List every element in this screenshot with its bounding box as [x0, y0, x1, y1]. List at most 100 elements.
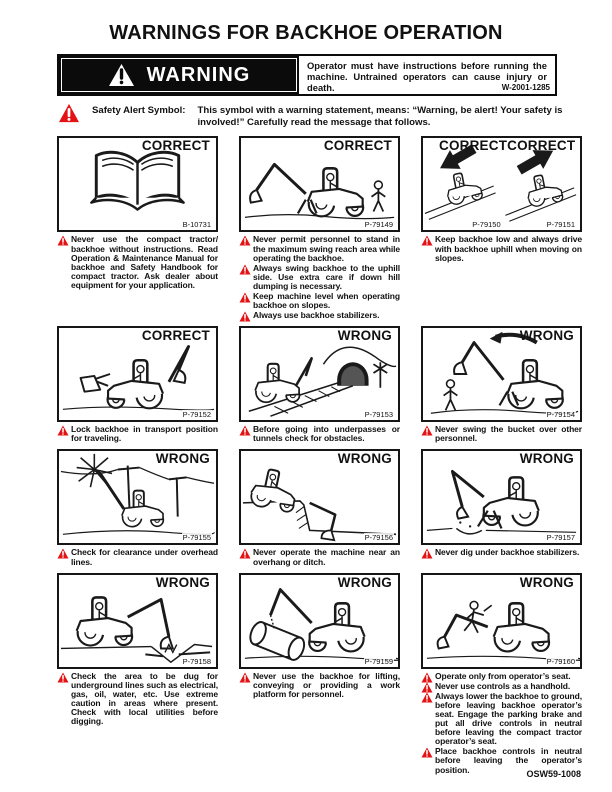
panel-verdict-label: CORRECT	[141, 138, 210, 154]
panel-captions: Never dig under backhoe stabilizers.	[421, 547, 582, 559]
panel-photo-ids: B-10731	[63, 220, 212, 230]
photo-id: P-79150	[471, 220, 502, 230]
warning-caption-text: Always lower the backhoe to ground, befo…	[435, 690, 582, 747]
safety-alert-icon	[59, 103, 79, 123]
warning-caption: Place backhoe controls in neutral before…	[421, 747, 582, 774]
panel-photo-ids: P-79149	[245, 220, 394, 230]
panel-illustration-box: CORRECT B-10731	[57, 136, 218, 233]
warning-banner-word: WARNING	[146, 63, 251, 86]
warning-caption-text: Never dig under backhoe stabilizers.	[435, 547, 580, 558]
panel-captions: Check for clearance under overhead lines…	[57, 548, 218, 566]
panel-photo-ids: P-79154	[427, 410, 576, 420]
panel-verdict-labels: WRONG	[429, 451, 574, 466]
warning-banner-message: Operator must have instructions before r…	[299, 56, 555, 94]
warning-caption-text: Before going into underpasses or tunnels…	[253, 424, 400, 444]
warning-triangle-icon	[108, 64, 134, 86]
panel-P-79154: WRONG P-79154 Never swing the bucket ove…	[421, 326, 582, 449]
panel-verdict-label: WRONG	[155, 574, 210, 590]
alert-triangle-icon	[239, 425, 251, 436]
panel-verdict-labels: CORRECT	[65, 328, 210, 343]
panel-illustration-box: WRONG P-79154	[421, 326, 582, 423]
panel-verdict-label: WRONG	[337, 451, 392, 467]
photo-id: P-79153	[363, 410, 394, 420]
alert-triangle-icon	[239, 292, 251, 303]
photo-id: P-79152	[181, 410, 212, 420]
alert-triangle-icon	[421, 672, 433, 683]
panel-illustration-box: WRONG P-79156	[239, 449, 400, 546]
warning-caption-text: Check for clearance under overhead lines…	[71, 547, 218, 567]
panel-photo-ids: P-79155	[63, 533, 212, 543]
panel-verdict-labels: WRONG	[247, 451, 392, 466]
alert-triangle-icon	[239, 235, 251, 246]
photo-id: P-79151	[545, 220, 576, 230]
alert-triangle-icon	[239, 672, 251, 683]
alert-triangle-icon	[239, 311, 251, 322]
warning-banner-signal: WARNING	[61, 58, 297, 92]
photo-id: P-79154	[545, 410, 576, 420]
warning-caption-text: Keep backhoe low and always drive with b…	[435, 234, 582, 263]
panel-P-79153: WRONG P-79153 Before going into underpas…	[239, 326, 400, 449]
panel-verdict-labels: WRONG	[65, 575, 210, 590]
warning-caption-text: Never use the compact tractor/ backhoe w…	[71, 234, 218, 290]
panel-illustration-box: WRONG P-79157	[421, 449, 582, 546]
panel-captions: Lock backhoe in transport position for t…	[57, 425, 218, 443]
panel-B-10731: CORRECT B-10731 Never use the compact tr…	[57, 136, 218, 296]
alert-triangle-icon	[57, 235, 69, 246]
photo-id: P-79158	[181, 656, 212, 666]
panel-photo-ids: P-79160	[427, 656, 576, 666]
alert-triangle-icon	[57, 425, 69, 436]
panel-verdict-labels: WRONG	[247, 328, 392, 343]
warning-caption-text: Never operate the machine near an overha…	[253, 547, 400, 567]
panel-P-79156: WRONG P-79156 Never operate the machine …	[239, 449, 400, 572]
warning-caption-text: Always swing backhoe to the uphill side.…	[253, 262, 400, 291]
warning-caption-text: Never use the backhoe for lifting, conve…	[253, 670, 400, 699]
panel-verdict-labels: WRONG	[65, 451, 210, 466]
alert-triangle-icon	[239, 264, 251, 275]
panel-photo-ids: P-79150 P-79151	[427, 220, 576, 230]
alert-triangle-icon	[421, 692, 433, 703]
alert-triangle-icon	[421, 747, 433, 758]
panel-P-79159: WRONG P-79159 Never use the backhoe for …	[239, 572, 400, 705]
warning-caption-text: Never swing the bucket over other person…	[435, 424, 582, 444]
panel-illustration-box: WRONG P-79159	[239, 572, 400, 669]
panel-verdict-labels: CORRECT	[65, 138, 210, 153]
warning-banner: WARNING Operator must have instructions …	[57, 54, 557, 96]
panel-captions: Never use the backhoe for lifting, conve…	[239, 670, 400, 699]
panel-P-79157: WRONG P-79157 Never dig under backhoe st…	[421, 449, 582, 563]
panel-illustration-box: CORRECT P-79149	[239, 136, 400, 233]
alert-triangle-icon	[421, 425, 433, 436]
photo-id: P-79155	[181, 533, 212, 543]
warning-banner-text: Operator must have instructions before r…	[307, 60, 547, 94]
panel-captions: Never operate the machine near an overha…	[239, 548, 400, 566]
panel-illustration-box: WRONG P-79153	[239, 326, 400, 423]
panel-photo-ids: P-79157	[427, 533, 576, 543]
safety-alert-row: Safety Alert Symbol: This symbol with a …	[58, 103, 582, 128]
warning-caption-text: Keep machine level when operating backho…	[253, 290, 400, 311]
panel-photo-ids: P-79156	[245, 533, 394, 543]
panel-verdict-label: CORRECT	[323, 138, 392, 154]
photo-id: P-79159	[363, 656, 394, 666]
panel-P-79149: CORRECT P-79149 Never permit personnel t…	[239, 136, 400, 326]
panel-P-79155: WRONG P-79155 Check for clearance under …	[57, 449, 218, 572]
panel-verdict-label: WRONG	[337, 328, 392, 344]
panels-grid: CORRECT B-10731 Never use the compact tr…	[57, 136, 582, 780]
alert-triangle-icon	[239, 548, 251, 559]
warning-caption: Never use the backhoe for lifting, conve…	[239, 670, 400, 699]
warning-caption-text: Place backhoe controls in neutral before…	[435, 746, 582, 775]
panel-verdict-label: WRONG	[519, 574, 574, 590]
panel-illustration-box: CORRECT P-79152	[57, 326, 218, 423]
warning-caption: Never use the compact tractor/ backhoe w…	[57, 235, 218, 290]
warning-caption: Always use backhoe stabilizers.	[239, 311, 400, 322]
warning-caption-text: Operate only from operator’s seat.	[435, 670, 571, 681]
panel-captions: Check the area to be dug for underground…	[57, 671, 218, 727]
warning-caption: Always lower the backhoe to ground, befo…	[421, 690, 582, 747]
warning-caption: Keep backhoe low and always drive with b…	[421, 235, 582, 262]
panel-illustration-box: WRONG P-79158	[57, 572, 218, 669]
page-title: WARNINGS FOR BACKHOE OPERATION	[109, 22, 503, 44]
warning-caption: Never swing the bucket over other person…	[421, 425, 582, 443]
panel-verdict-labels: WRONG	[429, 328, 574, 343]
panel-photo-ids: P-79152	[63, 410, 212, 420]
